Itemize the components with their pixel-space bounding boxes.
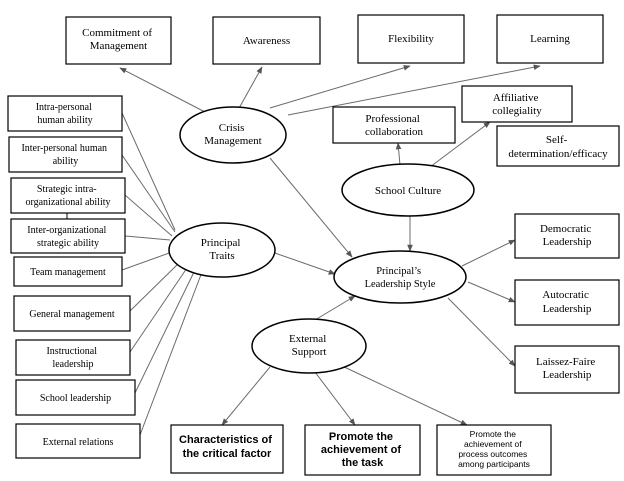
svg-text:Principal Traits: Principal Traits xyxy=(201,237,243,262)
edge-traits-inter xyxy=(121,154,176,233)
edge-crisis-commitment xyxy=(119,67,206,113)
node-commitment-of-management: Commitment of Management xyxy=(65,16,172,65)
svg-text:Affiliative collegiality: Affiliative collegiality xyxy=(492,92,542,117)
svg-text:External Support: External Support xyxy=(289,333,329,358)
svg-text:Team management: Team management xyxy=(30,267,106,278)
node-flexibility: Flexibility xyxy=(357,14,465,64)
svg-text:Flexibility: Flexibility xyxy=(388,33,434,45)
node-awareness: Awareness xyxy=(212,16,321,65)
edge-crisis-learning xyxy=(287,64,541,116)
node-self-determination: Self- determination/efficacy xyxy=(496,125,620,167)
node-external-relations: External relations xyxy=(15,423,141,459)
svg-text:General management: General management xyxy=(29,309,114,320)
node-professional-collaboration: Professional collaboration xyxy=(332,106,456,144)
svg-text:External relations: External relations xyxy=(43,437,114,448)
edge-traits-external xyxy=(139,271,203,436)
svg-text:Inter-organizational str: Inter-organizational strategic ability xyxy=(27,225,109,249)
svg-text:School Culture: School Culture xyxy=(375,185,441,197)
svg-text:Promote the achievement: Promote the achievement of process outco… xyxy=(458,429,530,469)
edge-external-task xyxy=(314,371,356,426)
svg-text:Self- determination/effi: Self- determination/efficacy xyxy=(508,134,608,160)
svg-text:Crisis Management: Crisis Management xyxy=(204,122,261,147)
svg-text:School leadership: School leadership xyxy=(40,393,111,404)
edge-culture-affiliative xyxy=(429,121,491,168)
edge-leadership-democratic xyxy=(461,239,516,267)
edge-traits-general xyxy=(129,261,181,312)
node-external-support: External Support xyxy=(251,318,367,374)
edge-external-critical xyxy=(221,366,271,426)
edge-leadership-laissez xyxy=(447,297,516,367)
connectors xyxy=(119,64,541,436)
svg-text:Promote the achievement: Promote the achievement of the task xyxy=(321,431,404,469)
edge-traits-instructional xyxy=(129,267,188,353)
node-leadership-style: Principal’s Leadership Style xyxy=(333,250,467,304)
edge-external-process xyxy=(339,364,468,426)
node-instructional-leadership: Instructional leadership xyxy=(15,339,131,376)
node-intra-personal-human-ability: Intra-personal human ability xyxy=(7,95,123,132)
svg-text:Strategic intra- organiz: Strategic intra- organizational ability xyxy=(25,184,110,208)
node-inter-organizational-strategic-ability: Inter-organizational strategic ability xyxy=(10,218,126,254)
edge-crisis-leadership xyxy=(269,157,353,258)
node-promote-achievement-of-task: Promote the achievement of the task xyxy=(304,424,421,476)
svg-text:Professional collaborati: Professional collaboration xyxy=(365,113,424,138)
svg-text:Intra-personal human abi: Intra-personal human ability xyxy=(36,102,95,126)
svg-text:Learning: Learning xyxy=(530,33,570,45)
svg-text:Instructional leadership: Instructional leadership xyxy=(46,346,99,370)
svg-text:Awareness: Awareness xyxy=(243,35,290,47)
edge-culture-professional xyxy=(395,142,402,166)
node-general-management: General management xyxy=(13,295,131,332)
edge-crisis-flexibility xyxy=(269,65,411,109)
svg-text:Commitment of Management: Commitment of Management xyxy=(82,27,155,52)
node-affiliative-collegiality: Affiliative collegiality xyxy=(461,85,573,123)
node-learning: Learning xyxy=(496,14,604,64)
edge-leadership-autocratic xyxy=(467,281,516,303)
node-school-leadership: School leadership xyxy=(15,379,136,416)
node-characteristics-of-critical-factor: Characteristics of the critical factor xyxy=(170,424,284,474)
node-principal-traits: Principal Traits xyxy=(168,222,276,278)
edge-traits-interorg xyxy=(124,235,171,241)
node-crisis-management: Crisis Management xyxy=(179,106,287,164)
node-strategic-intra-organizational-ability: Strategic intra- organizational ability xyxy=(10,177,126,214)
edge-crisis-awareness xyxy=(237,66,263,111)
edge-external-leadership xyxy=(309,295,356,324)
node-team-management: Team management xyxy=(13,256,123,287)
edge-traits-team xyxy=(121,251,173,271)
edge-traits-leadership xyxy=(271,251,336,275)
edge-traits-school xyxy=(134,269,196,394)
node-democratic-leadership: Democratic Leadership xyxy=(514,213,620,259)
node-autocratic-leadership: Autocratic Leadership xyxy=(514,279,620,326)
svg-text:Autocratic Leadership: Autocratic Leadership xyxy=(542,289,592,315)
svg-text:Democratic Leadership: Democratic Leadership xyxy=(540,223,594,248)
edge-traits-intra xyxy=(121,112,176,231)
svg-text:Principal’s Leadership S: Principal’s Leadership Style xyxy=(365,266,436,290)
svg-text:Laissez-Faire Leadership: Laissez-Faire Leadership xyxy=(536,356,598,381)
edge-traits-strategic xyxy=(124,194,173,237)
node-promote-process-outcomes: Promote the achievement of process outco… xyxy=(436,424,552,476)
svg-text:Characteristics of the c: Characteristics of the critical factor xyxy=(179,434,275,460)
node-inter-personal-human-ability: Inter-personal human ability xyxy=(8,136,123,173)
node-laissez-faire-leadership: Laissez-Faire Leadership xyxy=(514,345,620,394)
svg-text:Inter-personal human abi: Inter-personal human ability xyxy=(21,143,109,167)
node-school-culture: School Culture xyxy=(341,163,475,217)
